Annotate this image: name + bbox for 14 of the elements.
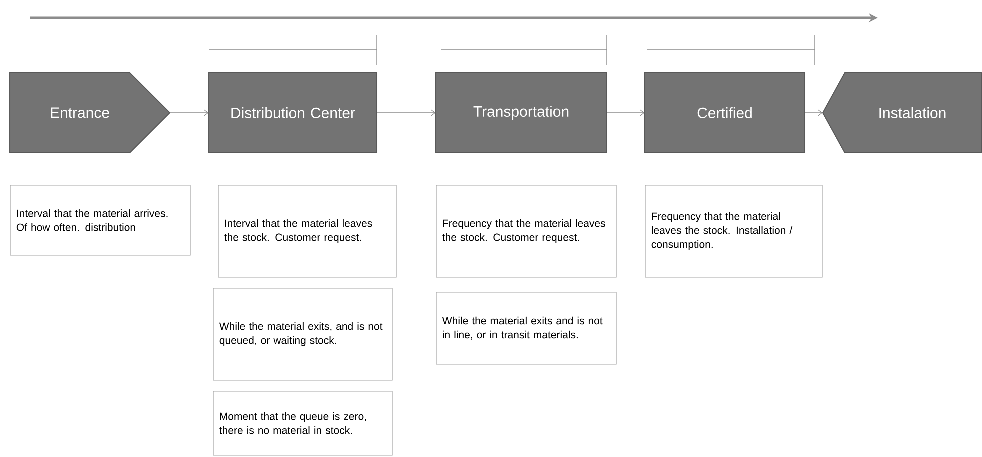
arrow [376,110,436,116]
note-box: While the material exits, and is not queued, or waiting stock. [213,288,393,381]
process-box: Certified [644,72,806,154]
note-box: Frequency that the material leaves the stock. Customer request. [436,185,617,278]
note-box: Interval that the material arrives. Of how often. distribution [10,185,191,256]
note-box: Interval that the material leaves the stock. Customer request. [218,185,397,278]
process-box: Distribution Center [208,72,378,154]
note-box: Moment that the queue is zero, there is no material in stock. [213,391,393,456]
note-box: Frequency that the material leaves the stock. Installation / consumption. [645,185,823,278]
arrow [606,110,645,116]
note-box: While the material exits and is not in line, or in transit materials. [436,292,617,365]
process-box: Transportation [436,72,608,154]
arrow [170,110,209,116]
arrow [804,110,823,116]
